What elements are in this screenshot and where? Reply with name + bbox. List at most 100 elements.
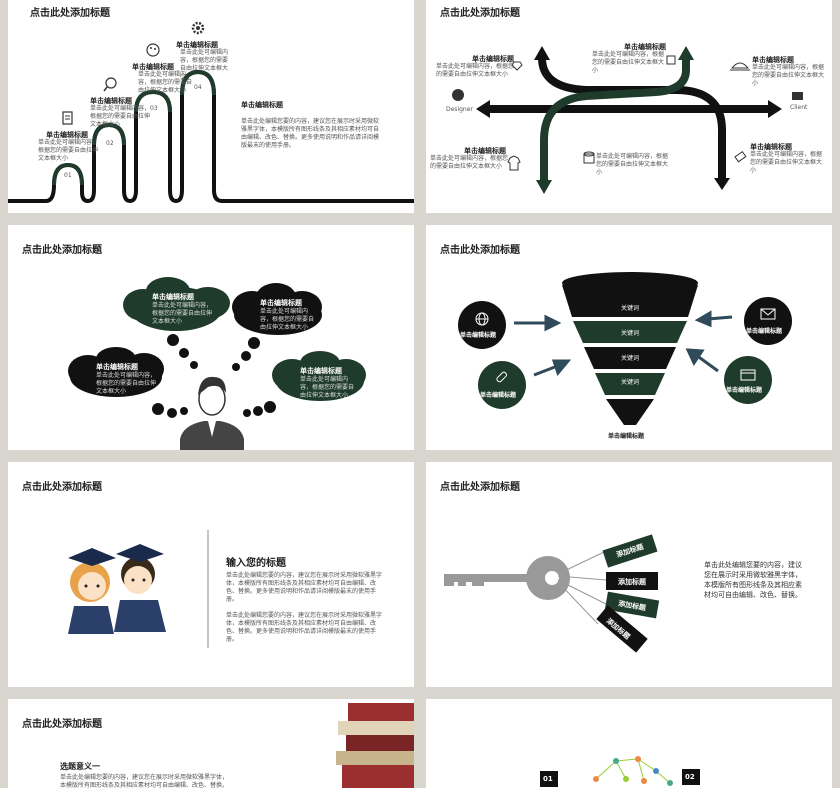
slide-1[interactable]: 点击此处添加标题 01 02 03 04 单击编辑标题 单击此处可编辑内容，根据… xyxy=(8,0,414,213)
network-lines xyxy=(595,758,671,784)
paragraph-1: 单击此处编辑您要的内容，建议您在展示时采用微软雅黑字体，本模版所有图形线条及其相… xyxy=(226,572,383,603)
tag-1 xyxy=(602,534,658,568)
label-body: 单击此处可编辑内容，根据您的需要自由拉伸文本框大小 xyxy=(750,151,823,174)
right-heading: 单击编辑标题 xyxy=(241,101,283,109)
window-icon xyxy=(740,369,756,381)
slide-title: 点击此处添加标题 xyxy=(22,482,102,493)
network-graphic xyxy=(540,756,700,787)
right-body: 单击此处编辑您要的内容，建议您在展示时采用微软雅黑字体，本模版所有图形线条及其相… xyxy=(241,118,380,149)
cloud-body: 单击此处可编辑内容，根据您的需要自由拉伸文本框大小 xyxy=(96,372,157,395)
funnel-graphic xyxy=(458,272,792,425)
slide-title: 点击此处添加标题 xyxy=(30,8,110,19)
section-heading: 输入您的标题 xyxy=(226,558,286,569)
label-heading: 单击编辑标题 xyxy=(90,97,132,105)
tag-4 xyxy=(596,605,648,653)
circle-label: 单击编辑标题 xyxy=(480,392,517,399)
label-body: 单击此处可编辑内容，根据您的需要自由拉伸文本框大小 xyxy=(430,155,509,170)
cloud-heading: 单击编辑标题 xyxy=(96,363,138,371)
label-body: 单击此处可编辑内容，根据您的需要自由拉伸文本框大小 xyxy=(752,64,825,87)
gift-icon xyxy=(666,55,676,65)
tag-2 xyxy=(606,572,658,590)
slide-title: 点击此处添加标题 xyxy=(440,482,520,493)
cloud-body: 单击此处可编辑内容，根据您的需要自由拉伸文本框大小 xyxy=(300,376,355,399)
mail-icon xyxy=(760,308,776,320)
thought-clouds-graphic xyxy=(68,277,366,450)
label-heading: 单击编辑标题 xyxy=(750,143,792,151)
label-heading: 单击编辑标题 xyxy=(176,41,218,49)
search-icon xyxy=(103,77,117,92)
paragraph-2: 单击此处编辑您要的内容，建议您在展示时采用微软雅黑字体，本模版所有图形线条及其相… xyxy=(226,612,383,643)
key-strings xyxy=(557,551,607,625)
label-body: 单击此处可编辑内容，根据您的需要自由拉伸文本框大小 xyxy=(596,153,669,176)
key-graphic xyxy=(444,534,660,653)
network-nodes xyxy=(593,756,673,786)
diamond-icon xyxy=(511,61,523,71)
slide-6[interactable]: 点击此处添加标题 添加标题 添加标题 添加标题 添加标题 单击此处编辑您要的内容… xyxy=(426,462,832,687)
funnel-keyword: 关键词 xyxy=(621,330,640,337)
funnel-keyword: 关键词 xyxy=(621,305,640,312)
cloud-2 xyxy=(232,283,322,335)
thought-dots xyxy=(152,334,276,418)
designer-label: Designer xyxy=(446,106,473,113)
funnel-bottom-label: 单击编辑标题 xyxy=(608,433,645,440)
label-body: 单击此处可编辑内容，根据您的需要自由拉伸文本框大小 xyxy=(180,49,229,80)
number-badge: 02 xyxy=(685,773,695,781)
gear-icon xyxy=(191,21,205,35)
circle-2 xyxy=(478,361,526,409)
slide-4[interactable]: 点击此处添加标题 关键词 关键词 关键词 关键词 xyxy=(426,225,832,450)
label-heading: 单击编辑标题 xyxy=(752,56,794,64)
graduate-boy xyxy=(114,544,166,632)
document-icon xyxy=(62,111,73,125)
circle-label: 单击编辑标题 xyxy=(746,328,783,335)
slide-5[interactable]: 点击此处添加标题 输入您的标题 单击此处编辑您要的内容，建议您在展示时采用微软雅… xyxy=(8,462,414,687)
circle-3 xyxy=(744,297,792,345)
section-heading: 选题意义一 xyxy=(60,762,100,771)
direction-arrows xyxy=(514,310,733,377)
palette-icon xyxy=(146,43,160,57)
label-body: 单击此处可编辑内容，根据您的需要自由拉伸文本框大小 xyxy=(38,139,99,162)
funnel-keyword: 关键词 xyxy=(621,355,640,362)
palette-icon xyxy=(452,89,464,101)
circle-label: 单击编辑标题 xyxy=(726,387,763,394)
label-body: 单击此处可编辑内容，根据您的需要自由拉伸文本框大小 xyxy=(90,105,151,128)
label-body: 单击此处可编辑内容，根据您的需要自由拉伸文本框大小 xyxy=(436,63,515,78)
food-icon xyxy=(730,62,750,71)
cloud-heading: 单击编辑标题 xyxy=(152,293,194,301)
label-body: 单击此处可编辑内容，根据您的需要自由拉伸文本框大小 xyxy=(138,71,193,94)
label-heading: 单击编辑标题 xyxy=(464,147,506,155)
tag-3 xyxy=(604,591,660,619)
label-heading: 单击编辑标题 xyxy=(472,55,514,63)
slide-title: 点击此处添加标题 xyxy=(22,245,102,256)
database-icon xyxy=(583,151,595,164)
step-number: 03 xyxy=(150,105,158,112)
slide-title: 点击此处添加标题 xyxy=(22,719,102,730)
slide-7[interactable]: 点击此处添加标题 选题意义一 单击此处编辑您要的内容，建议您在展示时采用微软雅黑… xyxy=(8,699,414,788)
books-illustration xyxy=(336,703,414,788)
cloud-body: 单击此处可编辑内容，根据您的需要自由拉伸文本框大小 xyxy=(152,302,213,325)
label-body: 单击此处可编辑内容，根据您的需要自由拉伸文本框大小 xyxy=(592,51,665,74)
slide-3[interactable]: 点击此处添加标题 xyxy=(8,225,414,450)
slide-8[interactable]: 01 02 xyxy=(426,699,832,788)
label-heading: 单击编辑标题 xyxy=(624,43,666,51)
key-description: 单击此处编辑您要的内容，建议您在展示时采用微软雅黑字体，本模版所有图形线条及其相… xyxy=(704,561,802,599)
step-number: 04 xyxy=(194,84,202,91)
label-heading: 单击编辑标题 xyxy=(132,63,174,71)
cloud-heading: 单击编辑标题 xyxy=(300,367,342,375)
slide-2[interactable]: 点击此处添加标题 Designer Client 单击编辑标题 单击此处可编辑内… xyxy=(426,0,832,213)
cloud-1 xyxy=(123,277,230,331)
step-number: 02 xyxy=(106,140,114,147)
tag-icon xyxy=(734,150,747,163)
funnel-keyword: 关键词 xyxy=(621,379,640,386)
person-icon xyxy=(180,376,244,450)
briefcase-icon xyxy=(792,92,803,100)
slide-title: 点击此处添加标题 xyxy=(440,245,520,256)
link-icon xyxy=(496,371,508,383)
cloud-heading: 单击编辑标题 xyxy=(260,299,302,307)
wave-line-graphic xyxy=(8,21,414,204)
cloud-body: 单击此处可编辑内容，根据您的需要自由拉伸文本框大小 xyxy=(260,308,315,331)
graduate-girl xyxy=(68,548,116,634)
slide-title: 点击此处添加标题 xyxy=(440,8,520,19)
circle-label: 单击编辑标题 xyxy=(460,332,497,339)
crossing-arrows-graphic xyxy=(452,46,803,194)
